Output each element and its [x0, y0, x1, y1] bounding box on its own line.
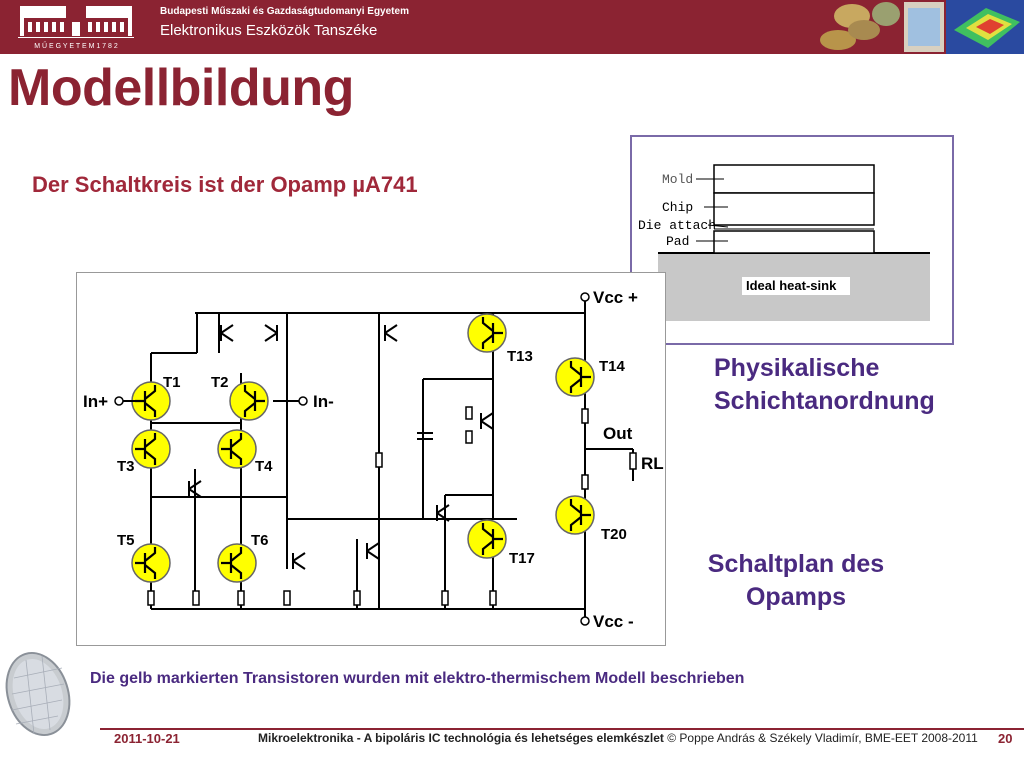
layer-label-mold: Mold — [662, 172, 693, 187]
t2-label: T2 — [211, 374, 229, 391]
t20-label: T20 — [601, 526, 627, 543]
t13-label: T13 — [507, 348, 533, 365]
in-plus-label: In+ — [83, 392, 108, 411]
vcc-plus-label: Vcc + — [593, 288, 638, 307]
page-number: 20 — [998, 731, 1013, 746]
university-name: Budapesti Műszaki és Gazdaságtudomanyi E… — [160, 6, 409, 17]
footer-course: Mikroelektronika - A bipoláris IC techno… — [258, 731, 978, 745]
transistor-t3 — [131, 429, 171, 469]
department-name: Elektronikus Eszközök Tanszéke — [160, 22, 378, 39]
header-bar: M Ű E G Y E T E M 1 7 8 2 Budapesti Műsz… — [0, 0, 1024, 54]
transistor-t2 — [229, 381, 269, 421]
transistor-t17 — [467, 519, 507, 559]
transistor-t6 — [217, 543, 257, 583]
layer-label-chip: Chip — [662, 200, 693, 215]
transistor-t14 — [555, 357, 595, 397]
wafer-image — [5, 651, 71, 737]
footer-divider — [100, 728, 1024, 730]
slide-subtitle: Der Schaltkreis ist der Opamp µA741 — [32, 172, 418, 197]
heatsink-label: Ideal heat-sink — [746, 278, 837, 293]
schematic-caption: Schaltplan des Opamps — [707, 550, 885, 611]
highlight-note: Die gelb markierten Transistoren wurden … — [90, 670, 745, 687]
t17-label: T17 — [509, 550, 535, 567]
t14-label: T14 — [599, 358, 626, 375]
t5-label: T5 — [117, 532, 135, 549]
layer-stack-diagram: Mold Chip Die attach Pad Ideal heat-sink — [630, 135, 954, 345]
opamp-schematic: Vcc + Vcc - In+ In- Out RL T1 T2 T3 T4 T… — [76, 272, 666, 646]
svg-text:M Ű E G Y E T E M 1 7 8 2: M Ű E G Y E T E M 1 7 8 2 — [34, 41, 118, 50]
header-decor-image — [820, 0, 1024, 54]
transistor-t13 — [467, 313, 507, 353]
transistor-t20 — [555, 495, 595, 535]
university-logo: M Ű E G Y E T E M 1 7 8 2 — [18, 6, 134, 50]
transistor-t4 — [217, 429, 257, 469]
in-minus-label: In- — [313, 392, 334, 411]
vcc-minus-label: Vcc - — [593, 612, 634, 631]
layer-label-die-attach: Die attach — [638, 218, 716, 233]
layer-label-pad: Pad — [666, 234, 689, 249]
t1-label: T1 — [163, 374, 181, 391]
footer-date: 2011-10-21 — [114, 731, 180, 746]
layer-caption: Physikalische Schichtanordnung — [714, 354, 935, 415]
out-label: Out — [603, 424, 633, 443]
t3-label: T3 — [117, 458, 135, 475]
slide-title: Modellbildung — [8, 59, 354, 117]
t4-label: T4 — [255, 458, 273, 475]
rl-label: RL — [641, 454, 664, 473]
transistor-t5 — [131, 543, 171, 583]
t6-label: T6 — [251, 532, 269, 549]
